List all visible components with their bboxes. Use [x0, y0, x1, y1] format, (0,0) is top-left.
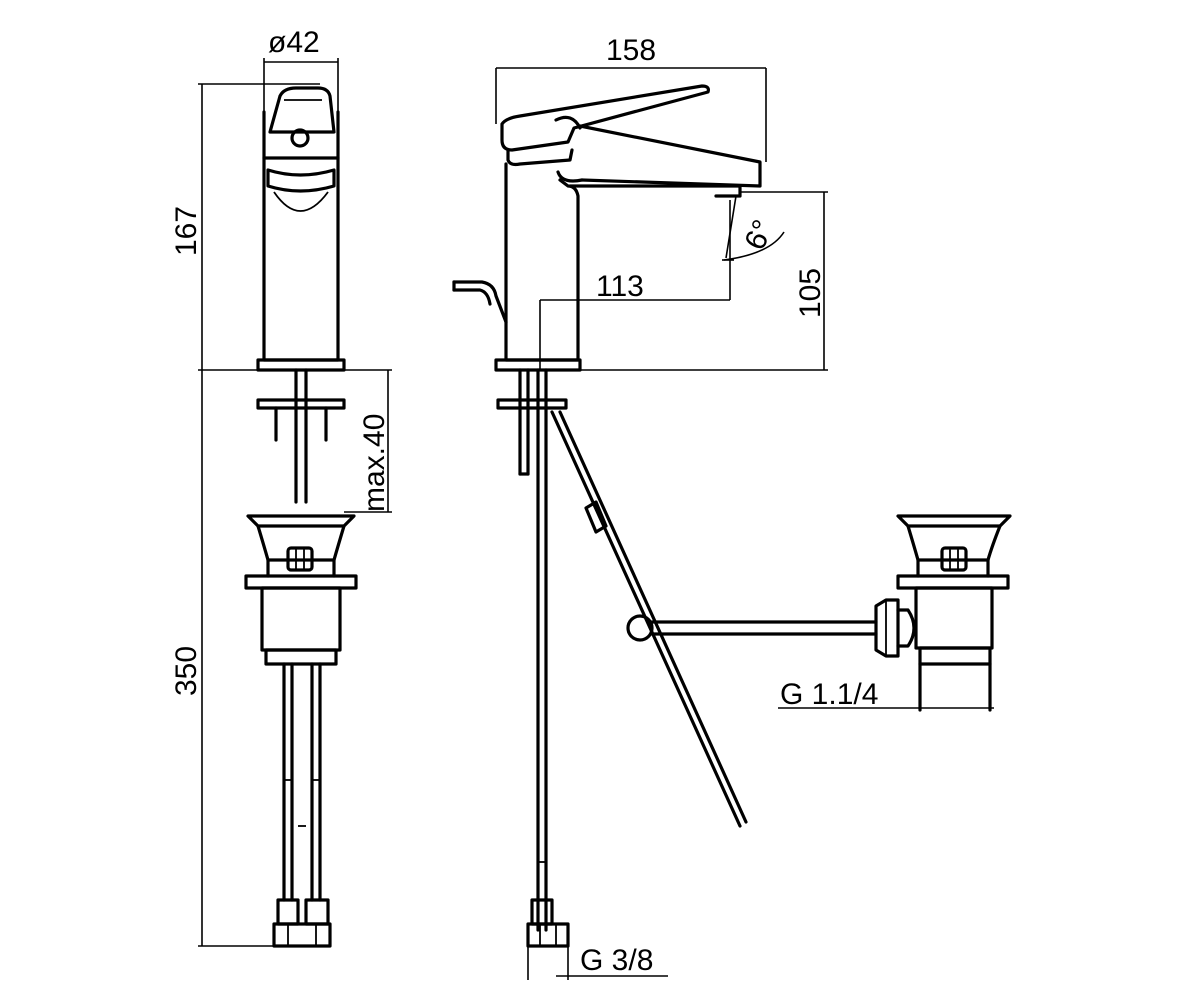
dimension-label: G 3/8: [580, 944, 653, 977]
side-dimensions: [495, 67, 828, 980]
dimension-label: 6°: [738, 215, 780, 255]
dimension-label: max.40: [358, 414, 391, 512]
dimension-label: 105: [794, 268, 827, 318]
side-view: [452, 84, 878, 948]
dimension-label: 167: [170, 206, 203, 256]
dimension-label: G 1.1/4: [780, 678, 878, 711]
front-dimensions: [198, 58, 392, 947]
dimension-label: 350: [170, 646, 203, 696]
dimension-label: 158: [606, 34, 656, 67]
dimension-label: 113: [596, 270, 644, 303]
waste-view: [874, 514, 1012, 712]
front-view: [244, 86, 358, 948]
dimension-label: ø42: [268, 26, 320, 59]
